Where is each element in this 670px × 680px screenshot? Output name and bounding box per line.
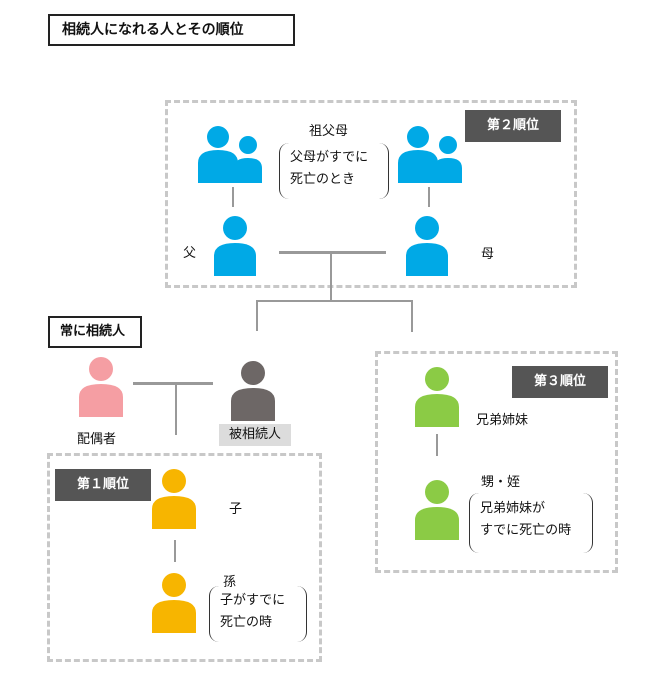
first-rank-group bbox=[47, 453, 322, 662]
spouse-label: 配偶者 bbox=[77, 432, 117, 447]
mother-label: 母 bbox=[481, 247, 495, 262]
second-condition-line1: 父母がすでに bbox=[290, 150, 369, 165]
third-rank-badge: 第３順位 bbox=[512, 366, 608, 398]
third-condition-line1: 兄弟姉妹が bbox=[480, 501, 546, 516]
mother-icon bbox=[406, 216, 448, 276]
father-icon bbox=[214, 216, 256, 276]
children-drop-line bbox=[175, 383, 177, 435]
first-condition-line2: 死亡の時 bbox=[220, 615, 273, 630]
first-condition-note: 子がすでに 死亡の時 bbox=[209, 586, 307, 642]
grandparents-label: 祖父母 bbox=[309, 124, 349, 139]
grandparents-left-icon bbox=[198, 126, 262, 183]
first-rank-badge: 第１順位 bbox=[55, 469, 151, 501]
second-condition-line2: 死亡のとき bbox=[290, 172, 356, 187]
father-label: 父 bbox=[183, 246, 197, 261]
siblings-icon bbox=[415, 367, 459, 427]
child-connector bbox=[174, 540, 176, 562]
second-condition-note: 父母がすでに 死亡のとき bbox=[279, 143, 389, 199]
second-rank-group bbox=[165, 100, 577, 288]
nephews-label: 甥・姪 bbox=[481, 475, 521, 490]
third-rank-group bbox=[375, 351, 618, 573]
third-condition-line2: すでに死亡の時 bbox=[480, 523, 572, 538]
deceased-icon bbox=[231, 361, 275, 421]
deceased-label: 被相続人 bbox=[219, 424, 291, 446]
siblings-label: 兄弟姉妹 bbox=[476, 413, 529, 428]
third-condition-note: 兄弟姉妹が すでに死亡の時 bbox=[469, 493, 593, 553]
branch-line-right bbox=[411, 300, 413, 332]
second-rank-badge: 第２順位 bbox=[465, 110, 561, 142]
branch-line bbox=[256, 300, 413, 302]
nephews-icon bbox=[415, 480, 459, 540]
parents-drop-line bbox=[330, 252, 332, 302]
marriage-connector bbox=[133, 382, 213, 385]
always-heir-box: 常に相続人 bbox=[48, 316, 142, 348]
grandparents-right-icon bbox=[398, 126, 462, 183]
child-label: 子 bbox=[229, 502, 243, 517]
connector-line bbox=[232, 187, 234, 207]
grandchild-label: 孫 bbox=[223, 575, 237, 590]
diagram-title: 相続人になれる人とその順位 bbox=[48, 14, 295, 46]
first-condition-line1: 子がすでに bbox=[220, 593, 286, 608]
branch-line-left bbox=[256, 300, 258, 331]
child-icon bbox=[152, 469, 196, 529]
grandchild-icon bbox=[152, 573, 196, 633]
parents-connector bbox=[279, 251, 386, 254]
spouse-icon bbox=[79, 357, 123, 417]
siblings-connector bbox=[436, 434, 438, 456]
connector-line bbox=[428, 187, 430, 207]
